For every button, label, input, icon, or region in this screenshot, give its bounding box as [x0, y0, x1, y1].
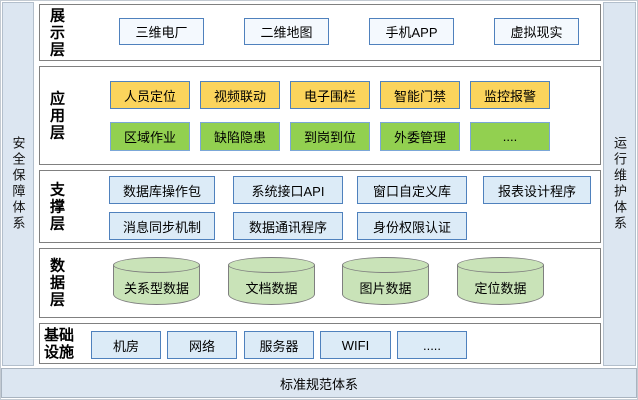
cylinder-label: 关系型数据	[123, 281, 189, 296]
cylinder-label: 定位数据	[474, 281, 527, 296]
node-on-duty: 到岗到位	[290, 122, 370, 151]
node-data-comm: 数据通讯程序	[233, 212, 343, 240]
node-server: 服务器	[244, 331, 314, 359]
node-video-linkage: 视频联动	[200, 81, 280, 109]
cylinder-location-data: 定位数据	[457, 257, 544, 305]
node-mobile-app: 手机APP	[369, 18, 454, 45]
node-wifi: WIFI	[320, 331, 391, 359]
layer-data-label: 数据层	[49, 257, 65, 309]
layer-presentation-label: 展示层	[49, 7, 65, 58]
left-pillar-label: 安全保障体系	[10, 136, 26, 232]
cylinder-label: 文档数据	[245, 281, 298, 296]
layer-infrastructure: 基础设施 机房 网络 服务器 WIFI .....	[39, 323, 601, 364]
node-system-api: 系统接口API	[233, 176, 343, 204]
node-2d-map: 二维地图	[244, 18, 329, 45]
node-msg-sync: 消息同步机制	[109, 212, 215, 240]
node-area-operation: 区域作业	[110, 122, 190, 151]
layer-data: 数据层 关系型数据 文档数据 图片数据 定位数据	[39, 248, 601, 318]
node-vr: 虚拟现实	[494, 18, 579, 45]
node-identity-auth: 身份权限认证	[357, 212, 467, 240]
node-defect-hazard: 缺陷隐患	[200, 122, 280, 151]
cylinder-relational-data: 关系型数据	[113, 257, 200, 305]
bottom-bar: 标准规范体系	[1, 368, 637, 398]
layer-support-label: 支撑层	[49, 181, 65, 232]
right-pillar-label: 运行维护体系	[612, 136, 627, 232]
layer-support: 支撑层 数据库操作包 系统接口API 窗口自定义库 报表设计程序 消息同步机制 …	[39, 170, 601, 243]
layer-application: 应用层 人员定位 视频联动 电子围栏 智能门禁 监控报警 区域作业 缺陷隐患 到…	[39, 66, 601, 165]
node-outsourcing-mgmt: 外委管理	[380, 122, 460, 151]
node-window-custom-lib: 窗口自定义库	[357, 176, 467, 204]
node-db-operation-pkg: 数据库操作包	[109, 176, 215, 204]
cylinder-image-data: 图片数据	[342, 257, 429, 305]
cylinder-document-data: 文档数据	[228, 257, 315, 305]
layer-presentation: 展示层 三维电厂 二维地图 手机APP 虚拟现实	[39, 4, 601, 61]
node-app-ellipsis: ....	[470, 122, 550, 151]
node-machine-room: 机房	[91, 331, 161, 359]
layer-application-label: 应用层	[49, 90, 65, 141]
node-3d-plant: 三维电厂	[119, 18, 204, 45]
node-network: 网络	[167, 331, 237, 359]
left-pillar: 安全保障体系	[2, 2, 34, 366]
node-personnel-positioning: 人员定位	[110, 81, 190, 109]
node-monitor-alarm: 监控报警	[470, 81, 550, 109]
right-pillar: 运行维护体系	[603, 2, 636, 366]
node-electronic-fence: 电子围栏	[290, 81, 370, 109]
node-infra-ellipsis: .....	[397, 331, 467, 359]
cylinder-label: 图片数据	[359, 281, 412, 296]
node-report-designer: 报表设计程序	[483, 176, 591, 204]
node-smart-access: 智能门禁	[380, 81, 460, 109]
bottom-bar-label: 标准规范体系	[279, 376, 358, 392]
layer-infrastructure-label: 基础设施	[43, 326, 74, 361]
